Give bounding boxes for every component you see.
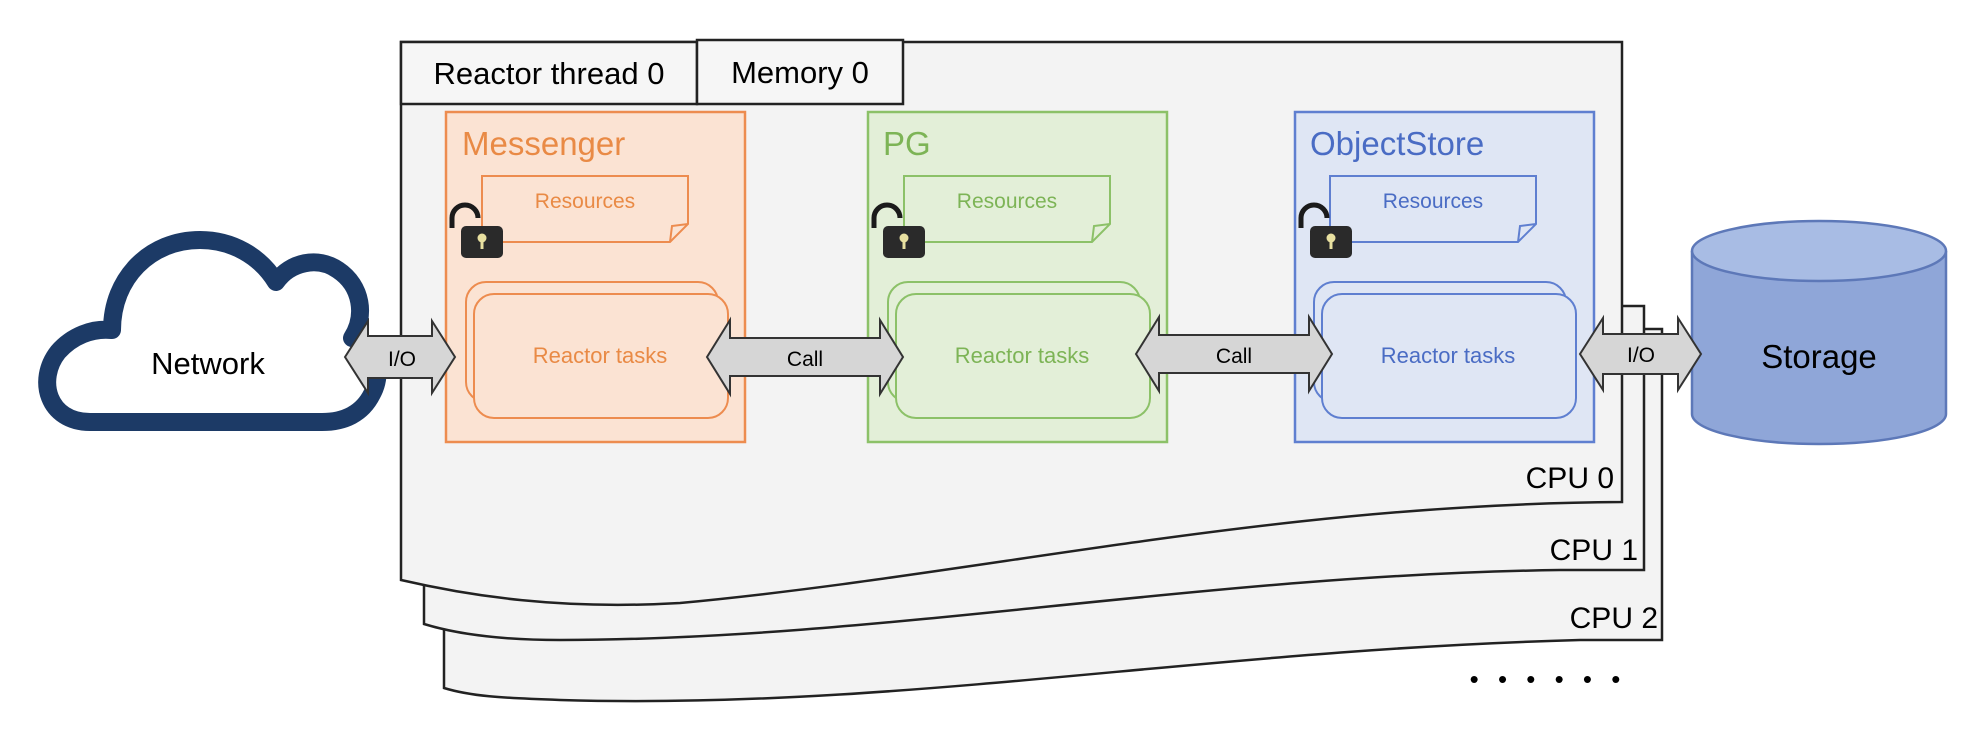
objectstore-resources-label: Resources (1383, 190, 1483, 213)
objectstore-title: ObjectStore (1310, 125, 1484, 162)
objectstore-module: ObjectStore Resources Reactor tasks (1293, 110, 1596, 444)
pg-reactor-tasks: Reactor tasks (887, 281, 1151, 419)
more-cpus-ellipsis: • • • • • • (1470, 664, 1627, 694)
memory-tab (695, 38, 905, 106)
objectstore-reactor-tasks: Reactor tasks (1313, 281, 1577, 419)
io-right-arrow: I/O (1578, 314, 1703, 394)
messenger-reactor-tasks: Reactor tasks (465, 281, 729, 419)
storage-cylinder-icon (1690, 219, 1948, 446)
io-left-label: I/O (388, 348, 416, 371)
messenger-tasks-label: Reactor tasks (533, 343, 668, 368)
call-2-label: Call (1216, 345, 1252, 368)
storage-label: Storage (1761, 338, 1877, 375)
padlock-icon (1298, 202, 1352, 258)
padlock-icon (449, 202, 503, 258)
reactor-thread-label: Reactor thread 0 (434, 56, 665, 91)
pg-tasks-label: Reactor tasks (955, 343, 1090, 368)
cpu-2-label: CPU 2 (1570, 602, 1658, 635)
call-arrow-messenger-pg: Call (705, 316, 905, 398)
pg-title: PG (883, 125, 931, 162)
reactor-thread-tab (399, 40, 699, 106)
objectstore-tasks-label: Reactor tasks (1381, 343, 1516, 368)
call-1-label: Call (787, 348, 823, 371)
cpu-1-label: CPU 1 (1550, 534, 1638, 567)
network-label: Network (151, 346, 265, 381)
cpu-0-label: CPU 0 (1526, 462, 1614, 495)
messenger-title: Messenger (462, 125, 625, 162)
network-cloud-icon (38, 231, 387, 431)
pg-resources-note: Resources (903, 175, 1111, 243)
call-arrow-pg-objectstore: Call (1134, 313, 1334, 395)
messenger-resources-label: Resources (535, 190, 635, 213)
messenger-resources-note: Resources (481, 175, 689, 243)
io-right-label: I/O (1627, 344, 1655, 367)
padlock-icon (871, 202, 925, 258)
pg-resources-label: Resources (957, 190, 1057, 213)
objectstore-resources-note: Resources (1329, 175, 1537, 243)
io-left-arrow: I/O (343, 317, 457, 397)
messenger-module: Messenger Resources Reactor tasks (444, 110, 747, 444)
memory-label: Memory 0 (731, 55, 869, 90)
pg-module: PG Resources Reactor tasks (866, 110, 1169, 444)
